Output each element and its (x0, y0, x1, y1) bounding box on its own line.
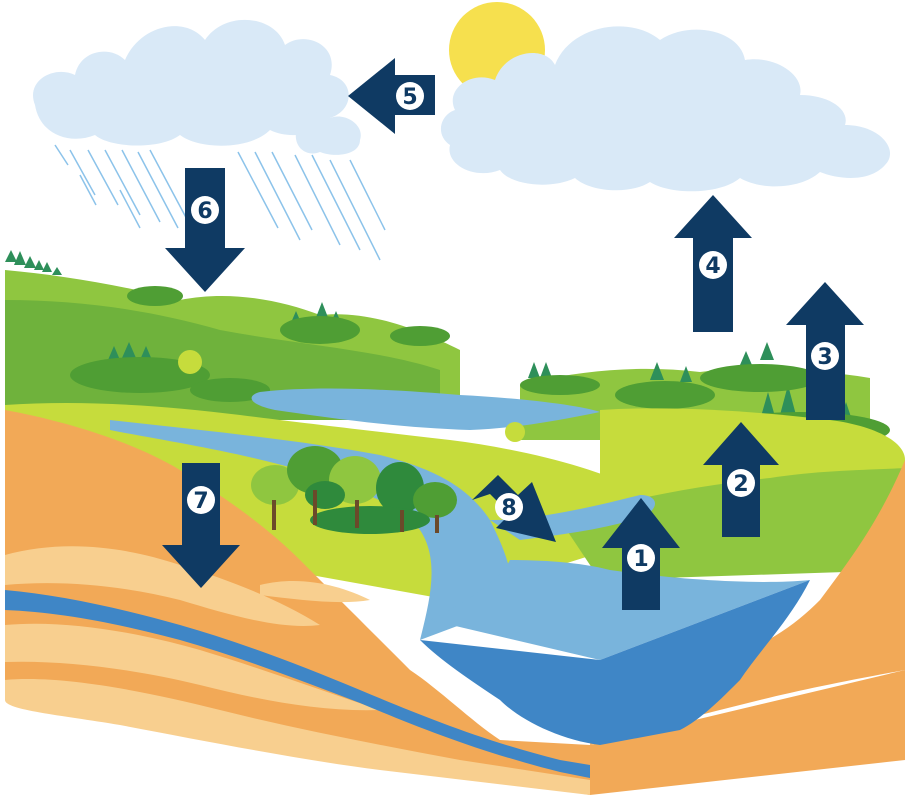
arrow-7: 7 (162, 463, 240, 588)
arrow-6: 6 (165, 168, 245, 292)
arrow-5: 5 (348, 58, 435, 134)
arrow-7-label: 7 (193, 489, 208, 514)
arrow-1: 1 (602, 498, 680, 610)
process-arrows: 1 2 3 4 5 6 (162, 58, 864, 610)
arrow-2-label: 2 (733, 472, 748, 497)
rain-cloud (33, 19, 361, 155)
arrow-4-label: 4 (705, 254, 720, 279)
arrow-1-label: 1 (633, 547, 648, 572)
arrow-4: 4 (674, 195, 752, 332)
distant-lake (251, 388, 600, 430)
arrow-5-label: 5 (402, 85, 417, 110)
arrow-3: 3 (786, 282, 864, 420)
arrow-3-label: 3 (817, 345, 832, 370)
arrow-6-label: 6 (197, 199, 212, 224)
lake-surface (430, 560, 810, 660)
arrow-8: 8 (472, 475, 556, 542)
yellow-trees (178, 350, 525, 442)
sun-cloud (440, 26, 891, 192)
near-grove (251, 446, 457, 534)
groundwater-layer (5, 590, 590, 778)
arrow-8-label: 8 (501, 496, 516, 521)
lake-depth (420, 580, 810, 745)
arrow-2: 2 (703, 422, 779, 537)
soil-stripes (5, 546, 590, 795)
